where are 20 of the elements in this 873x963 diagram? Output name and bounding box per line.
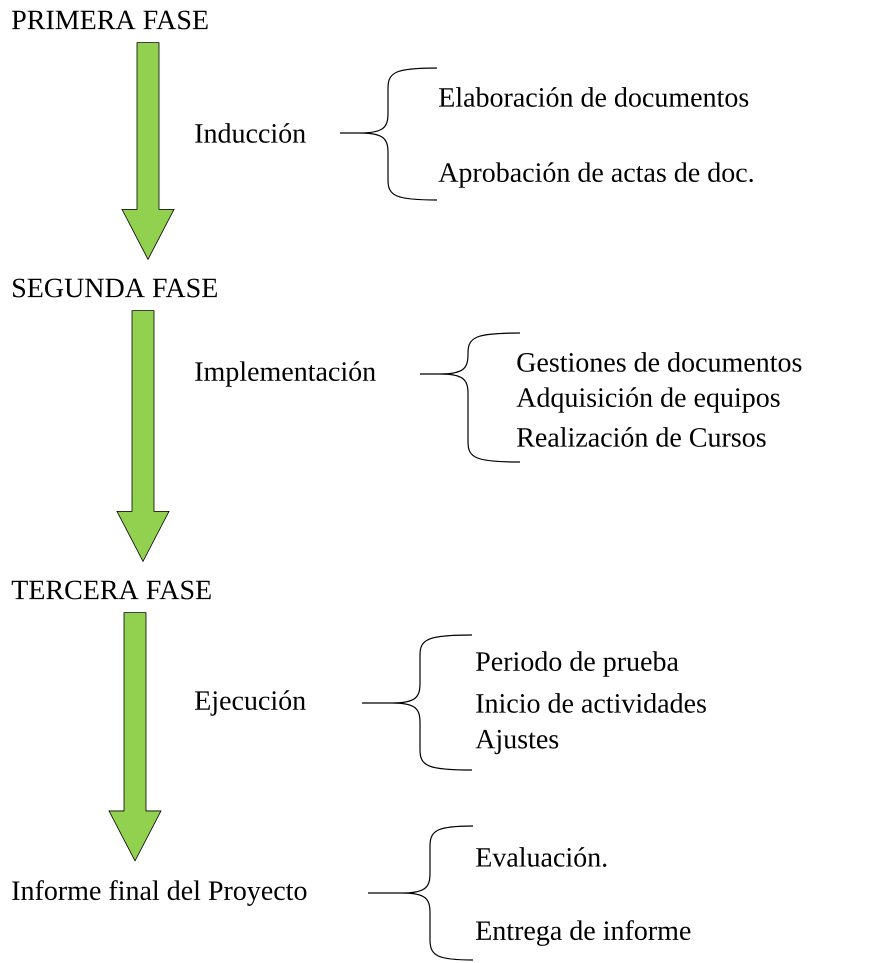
block-arrow xyxy=(108,612,162,862)
brace-item: Realización de Cursos xyxy=(517,427,766,447)
brace-item: Inducción xyxy=(195,123,306,143)
brace-item: Evaluación. xyxy=(476,847,606,867)
phase-heading: Informe final del Proyecto xyxy=(12,880,306,906)
brace-item: Entrega de informe xyxy=(476,920,690,946)
brace-item: Adquisición de equipos xyxy=(516,387,780,413)
block-arrow xyxy=(116,310,170,562)
block-arrow xyxy=(121,42,175,260)
brace-item: Ejecución xyxy=(195,690,306,716)
brace-item: Implementación xyxy=(195,361,376,387)
brace-item: Gestiones de documentos xyxy=(517,352,802,372)
phase-heading: TERCERA FASE xyxy=(12,580,211,600)
brace-item: Inicio de actividades xyxy=(476,693,706,713)
phase-heading: PRIMERA FASE xyxy=(12,10,208,30)
brace-item: Aprobación de actas de doc. xyxy=(438,162,753,188)
brace-item: Periodo de prueba xyxy=(476,651,679,677)
brace-item: Ajustes xyxy=(475,730,558,754)
phase-heading: SEGUNDA FASE xyxy=(13,278,217,298)
brace-item: Elaboración de documentos xyxy=(439,87,748,107)
